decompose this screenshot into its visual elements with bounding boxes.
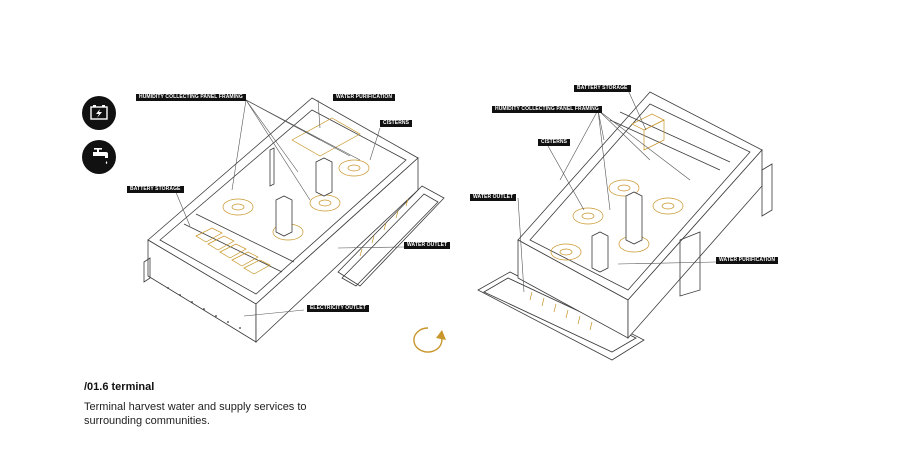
- label-left-electricity-outlet: ELECTRICITY OUTLET: [307, 305, 369, 312]
- left-building: [143, 97, 445, 343]
- label-right-water-outlet: WATER OUTLET: [470, 194, 517, 201]
- label-left-humidity: HUMIDITY COLLECTING PANEL FRAMING: [136, 94, 246, 101]
- battery-bolt-icon: [82, 96, 116, 130]
- label-right-water-purification: WATER PURIFICATION: [716, 257, 779, 264]
- label-right-battery: BATTERY STORAGE: [574, 85, 631, 92]
- faucet-icon: [82, 140, 116, 174]
- rotate-arrow-icon: [413, 327, 446, 353]
- label-right-humidity: HUMIDITY COLLECTING PANEL FRAMING: [492, 106, 602, 113]
- label-left-water-outlet: WATER OUTLET: [404, 242, 451, 249]
- caption-body: Terminal harvest water and supply servic…: [84, 401, 307, 427]
- label-left-cisterns: CISTERNS: [380, 120, 413, 127]
- label-right-cisterns: CISTERNS: [538, 139, 571, 146]
- caption-title: /01.6 terminal: [84, 381, 155, 393]
- right-building: [477, 89, 773, 361]
- label-left-battery: BATTERY STORAGE: [127, 186, 184, 193]
- label-left-water-purification: WATER PURIFICATION: [333, 94, 396, 101]
